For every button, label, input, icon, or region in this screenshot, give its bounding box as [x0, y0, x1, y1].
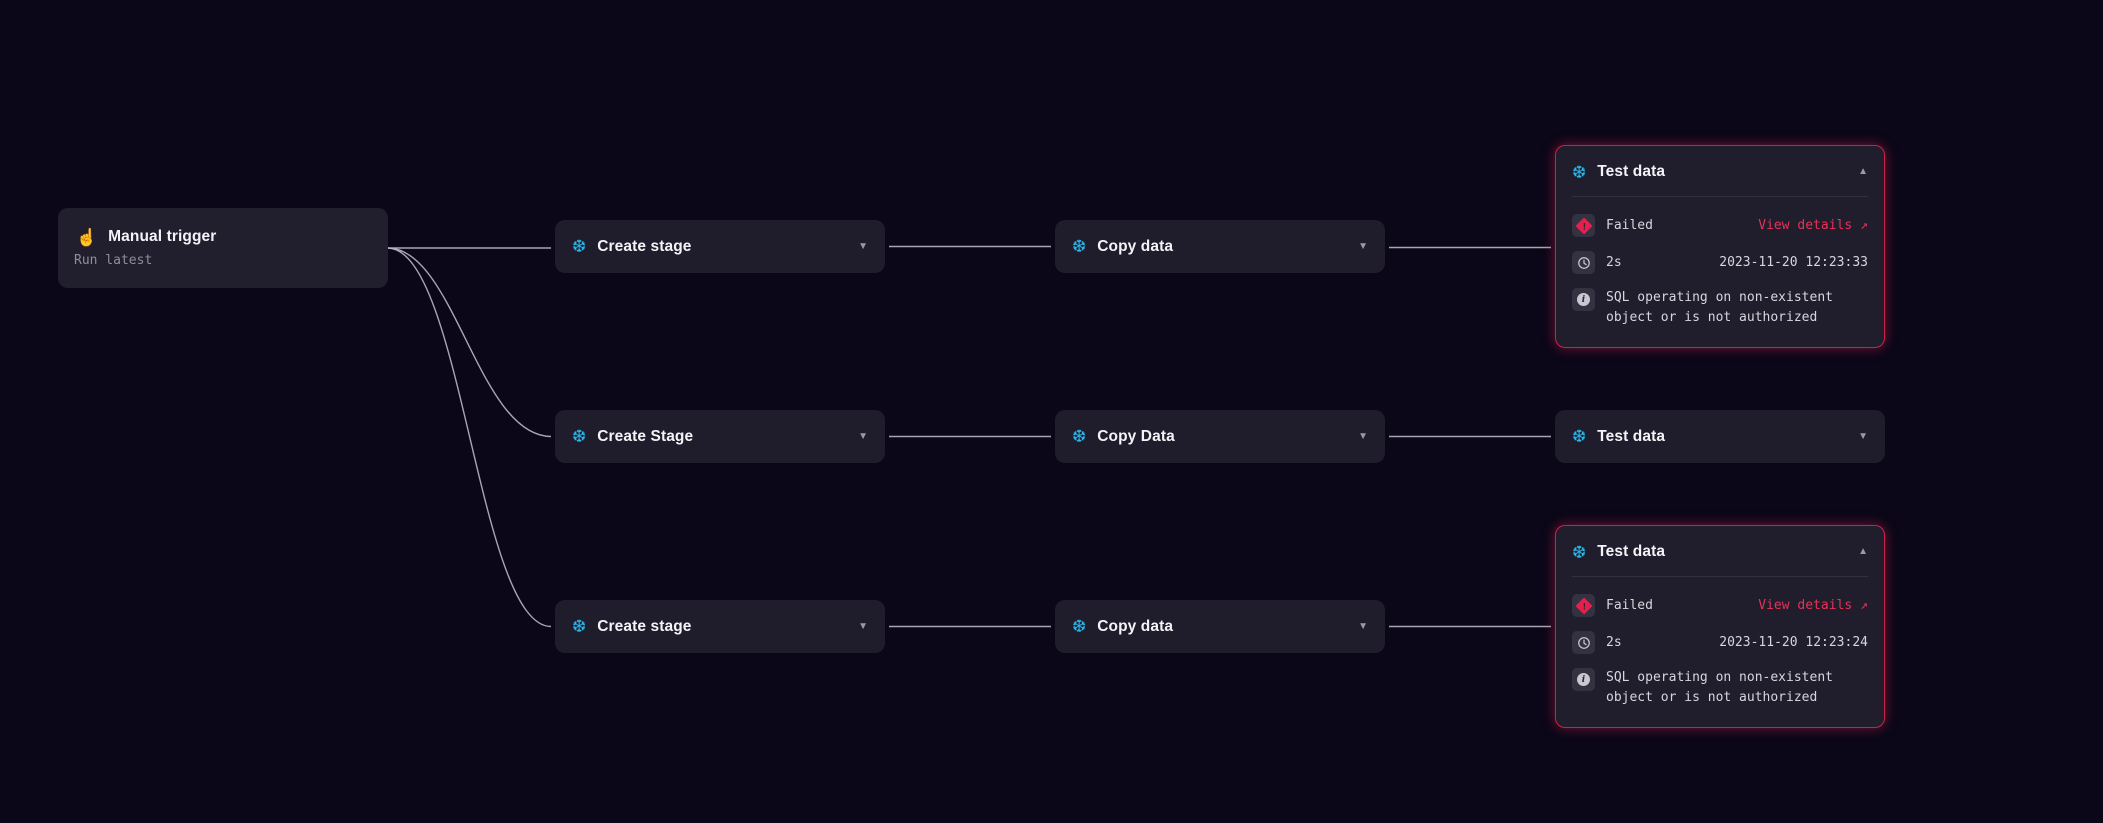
duration-row: 2s 2023-11-20 12:23:33 — [1572, 251, 1868, 274]
snowflake-icon: ❆ — [1072, 237, 1087, 256]
duration-value: 2s — [1606, 255, 1622, 270]
manual-trigger-node[interactable]: ☝ Manual trigger Run latest — [58, 208, 388, 288]
stage-node-create-stage-row1[interactable]: ❆ Create stage ▼ — [555, 220, 885, 273]
run-timestamp: 2023-11-20 12:23:24 — [1719, 635, 1868, 650]
chevron-down-icon[interactable]: ▼ — [858, 430, 868, 442]
arrow-up-right-icon: ↗ — [1860, 598, 1868, 613]
chevron-down-icon[interactable]: ▼ — [858, 240, 868, 252]
chevron-up-icon[interactable]: ▲ — [1858, 166, 1868, 177]
edge-trigger-row3 — [387, 247, 552, 628]
stage-node-copy-data-row3[interactable]: ❆ Copy data ▼ — [1055, 600, 1385, 653]
snowflake-icon: ❆ — [1072, 617, 1087, 636]
failed-status-icon: ! — [1572, 594, 1595, 617]
expanded-card-body: ! Failed View details ↗ 2s 2023-11-20 12… — [1572, 196, 1868, 328]
failed-status-icon: ! — [1572, 214, 1595, 237]
stage-label: Copy data — [1097, 237, 1174, 255]
stage-label: Test data — [1597, 163, 1666, 180]
chevron-down-icon[interactable]: ▼ — [1358, 620, 1368, 632]
expanded-card-header: ❆ Test data ▲ — [1556, 146, 1884, 196]
edge-trigger-row2 — [387, 247, 552, 438]
error-row: i SQL operating on non-existent object o… — [1572, 668, 1868, 708]
stage-node-create-stage-row3[interactable]: ❆ Create stage ▼ — [555, 600, 885, 653]
expanded-card-body: ! Failed View details ↗ 2s 2023-11-20 12… — [1572, 576, 1868, 708]
error-message: SQL operating on non-existent object or … — [1606, 290, 1833, 325]
duration-value: 2s — [1606, 635, 1622, 650]
arrow-up-right-icon: ↗ — [1860, 218, 1868, 233]
view-details-link[interactable]: View details ↗ — [1758, 598, 1868, 613]
hand-tap-icon: ☝ — [76, 227, 98, 247]
chevron-down-icon[interactable]: ▼ — [1358, 430, 1368, 442]
duration-row: 2s 2023-11-20 12:23:24 — [1572, 631, 1868, 654]
chevron-down-icon[interactable]: ▼ — [1358, 240, 1368, 252]
stage-label: Create stage — [597, 617, 692, 635]
status-label: Failed — [1606, 598, 1653, 613]
status-label: Failed — [1606, 218, 1653, 233]
stage-label: Copy data — [1097, 617, 1174, 635]
snowflake-icon: ❆ — [1072, 427, 1087, 446]
chevron-up-icon[interactable]: ▲ — [1858, 546, 1868, 557]
stage-label: Create Stage — [597, 427, 694, 445]
status-row: ! Failed View details ↗ — [1572, 594, 1868, 617]
clock-icon — [1572, 251, 1595, 274]
error-row: i SQL operating on non-existent object o… — [1572, 288, 1868, 328]
stage-node-test-data-row1-expanded[interactable]: ❆ Test data ▲ ! Failed View details ↗ — [1555, 145, 1885, 348]
clock-icon — [1572, 631, 1595, 654]
stage-node-create-stage-row2[interactable]: ❆ Create Stage ▼ — [555, 410, 885, 463]
manual-trigger-title: Manual trigger — [108, 228, 217, 245]
expanded-card-header: ❆ Test data ▲ — [1556, 526, 1884, 576]
snowflake-icon: ❆ — [572, 427, 587, 446]
stage-node-test-data-row3-expanded[interactable]: ❆ Test data ▲ ! Failed View details ↗ — [1555, 525, 1885, 728]
status-row: ! Failed View details ↗ — [1572, 214, 1868, 237]
stage-label: Test data — [1597, 543, 1666, 560]
chevron-down-icon[interactable]: ▼ — [1858, 430, 1868, 442]
manual-trigger-header: ☝ Manual trigger — [74, 228, 372, 246]
stage-label: Create stage — [597, 237, 692, 255]
snowflake-icon: ❆ — [1572, 427, 1587, 446]
snowflake-icon: ❆ — [1572, 542, 1587, 562]
snowflake-icon: ❆ — [572, 617, 587, 636]
manual-trigger-subtitle: Run latest — [74, 253, 153, 268]
stage-node-test-data-row2[interactable]: ❆ Test data ▼ — [1555, 410, 1885, 463]
view-details-link[interactable]: View details ↗ — [1758, 218, 1868, 233]
run-timestamp: 2023-11-20 12:23:33 — [1719, 255, 1868, 270]
chevron-down-icon[interactable]: ▼ — [858, 620, 868, 632]
snowflake-icon: ❆ — [1572, 162, 1587, 182]
info-icon: i — [1572, 668, 1595, 691]
stage-label: Copy Data — [1097, 427, 1175, 445]
snowflake-icon: ❆ — [572, 237, 587, 256]
info-icon: i — [1572, 288, 1595, 311]
stage-node-copy-data-row1[interactable]: ❆ Copy data ▼ — [1055, 220, 1385, 273]
stage-node-copy-data-row2[interactable]: ❆ Copy Data ▼ — [1055, 410, 1385, 463]
error-message: SQL operating on non-existent object or … — [1606, 670, 1833, 705]
stage-label: Test data — [1597, 427, 1666, 445]
